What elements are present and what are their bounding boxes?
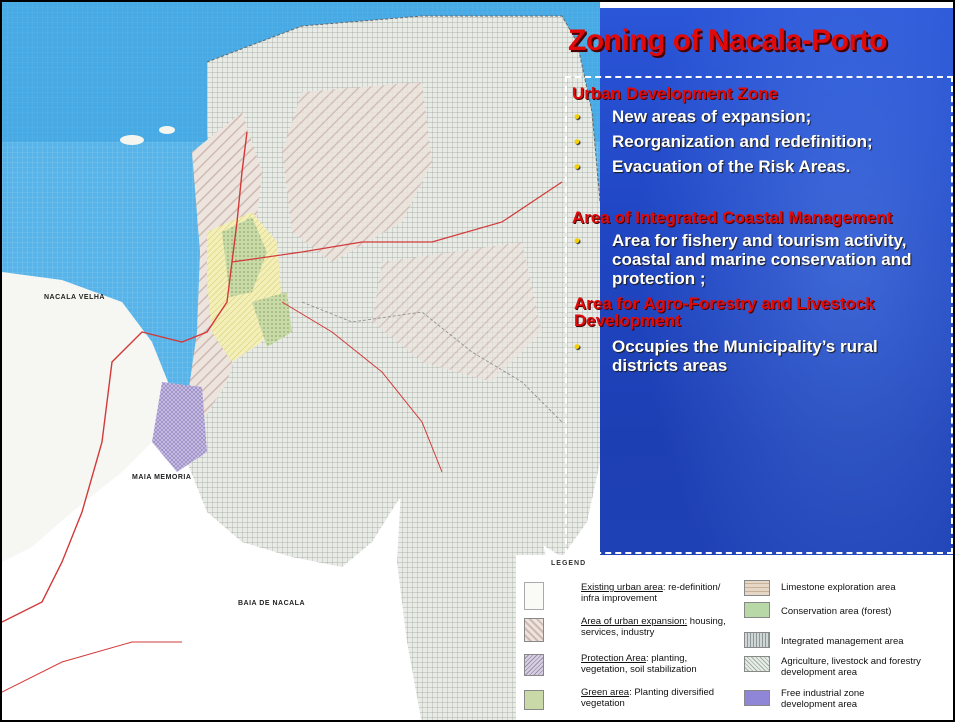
bullet-icon: •: [574, 337, 580, 356]
swatch-limestone-icon: [744, 580, 770, 596]
bullet-item: •New areas of expansion;: [574, 107, 812, 126]
legend-title: LEGEND: [551, 560, 587, 567]
bullet-icon: •: [574, 107, 580, 126]
place-label-west: NACALA VELHA: [44, 294, 105, 301]
place-label-bay: BAIA DE NACALA: [238, 600, 306, 607]
bullet-icon: •: [574, 231, 580, 250]
slide-title: Zoning of Nacala-Porto: [568, 24, 888, 57]
swatch-conservation-icon: [744, 602, 770, 618]
bullet-icon: •: [574, 132, 580, 151]
place-label-south: MAIA MEMORIA: [132, 474, 192, 481]
map-legend: [516, 555, 953, 720]
swatch-green-area-icon: [524, 690, 544, 710]
bullet-item: •Area for fishery and tourism activity, …: [574, 231, 912, 288]
legend-item-green-area: Green area: Planting diversified vegetat…: [581, 687, 715, 709]
bullet-item: •Reorganization and redefinition;: [574, 132, 873, 151]
legend-item-protection: Protection Area: planting, vegetation, s…: [581, 653, 697, 675]
legend-item-urban-expansion: Area of urban expansion: housing, servic…: [581, 616, 726, 638]
section-heading-agro: Area for Agro-Forestry and Livestock Dev…: [574, 294, 875, 330]
section-heading-coastal: Area of Integrated Coastal Management: [572, 208, 893, 227]
section-heading-urban: Urban Development Zone: [572, 84, 778, 103]
bullet-item: •Occupies the Municipality’s rural distr…: [574, 337, 878, 375]
swatch-integrated-mgmt-icon: [744, 632, 770, 648]
legend-item-agriculture: Agriculture, livestock and forestry deve…: [781, 656, 921, 678]
legend-item-integrated-mgmt: Integrated management area: [781, 636, 904, 647]
dashed-frame: [565, 76, 953, 554]
legend-item-free-industrial: Free industrial zone development area: [781, 688, 865, 710]
swatch-existing-urban-icon: [524, 582, 544, 610]
swatch-protection-icon: [524, 654, 544, 676]
bullet-item: •Evacuation of the Risk Areas.: [574, 157, 851, 176]
swatch-urban-expansion-icon: [524, 618, 544, 642]
slide-content: Urban Development Zone •New areas of exp…: [572, 84, 952, 375]
legend-item-conservation: Conservation area (forest): [781, 606, 892, 617]
bullet-icon: •: [574, 157, 580, 176]
swatch-free-industrial-icon: [744, 690, 770, 706]
swatch-agriculture-icon: [744, 656, 770, 672]
legend-item-limestone: Limestone exploration area: [781, 582, 896, 593]
legend-item-existing-urban: Existing urban area: re-definition/ infr…: [581, 582, 721, 604]
